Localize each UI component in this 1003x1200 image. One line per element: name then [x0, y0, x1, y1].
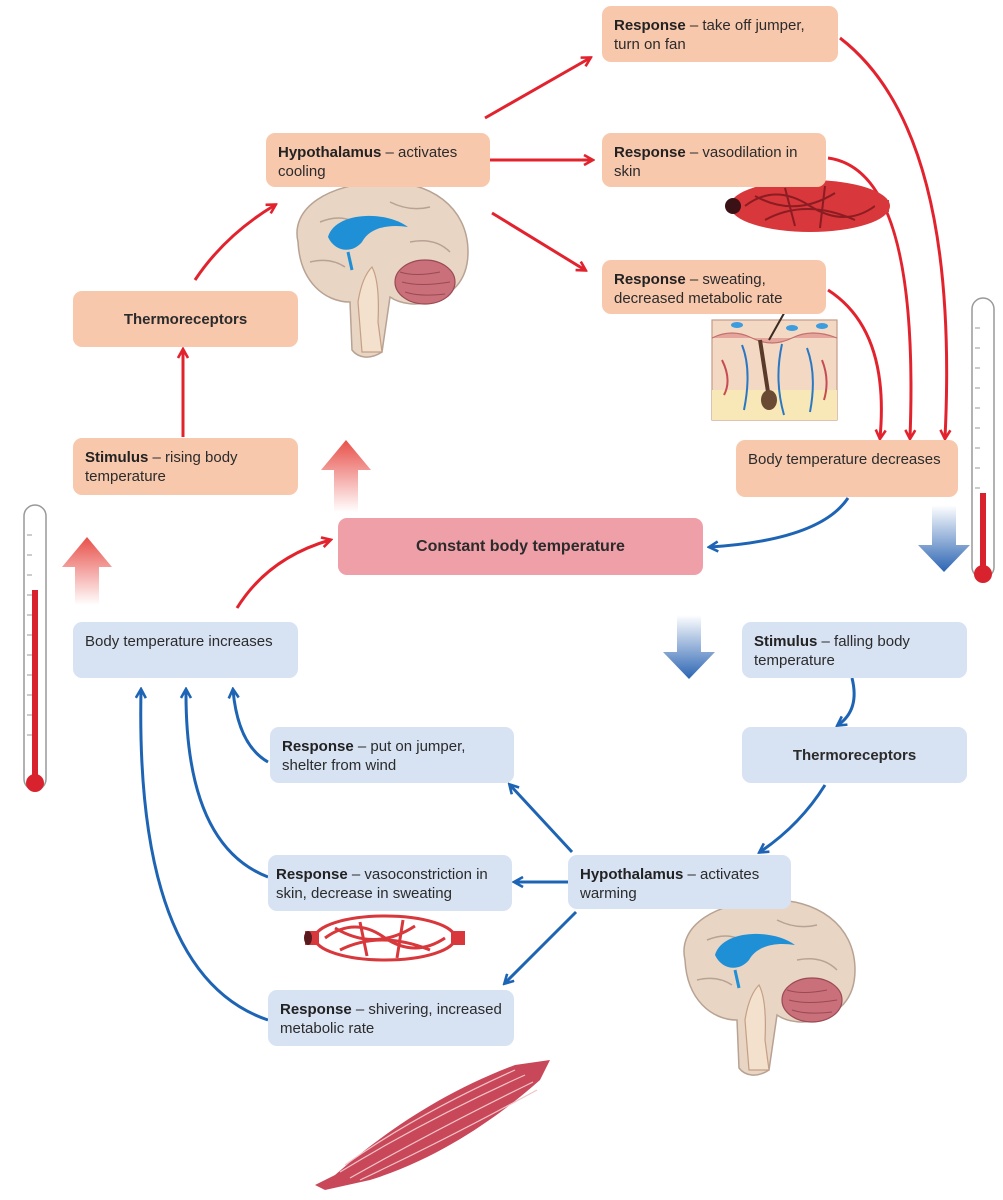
- hypothalamus-cooling-box: Hypothalamus – activates cooling: [266, 133, 490, 187]
- body-temp-decreases-box: Body temperature decreases: [736, 440, 958, 497]
- response-vasodilation-box: Response – vasodilation in skin: [602, 133, 826, 187]
- arrow-vessels-to-increase: [186, 690, 269, 879]
- arrow-receptors-to-hypothalamus: [193, 205, 275, 281]
- rising-arrow-top: [321, 440, 371, 512]
- response-behaviour-warm-box: Response – take off jumper, turn on fan: [602, 6, 838, 62]
- muscle-icon: [315, 1060, 550, 1190]
- arrow-receptors-to-hypothalamus-cold: [760, 784, 827, 852]
- skin-section-icon: [711, 307, 838, 421]
- cool-arrows: [141, 497, 856, 1022]
- arrow-hypothalamus-to-behaviour-cold: [510, 785, 574, 854]
- warm-arrows: [183, 36, 947, 609]
- thermometer-icon: [23, 504, 47, 792]
- falling-arrow-right: [918, 505, 970, 572]
- thermoreceptors-warm-box: Thermoreceptors: [73, 291, 298, 347]
- falling-arrow-mid: [663, 615, 715, 679]
- response-shivering-box: Response – shivering, increased metaboli…: [268, 990, 514, 1046]
- arrow-stimulus-to-receptors-cold: [838, 677, 856, 725]
- brain-icon: [296, 181, 469, 358]
- response-vasoconstriction-box: Response – vasoconstriction in skin, dec…: [268, 855, 512, 911]
- stimulus-falling-box: Stimulus – falling body temperature: [742, 622, 967, 678]
- arrow-hypothalamus-to-behaviour: [484, 58, 590, 120]
- arrow-shiver-to-increase: [141, 690, 269, 1022]
- blood-vessels-icon: [725, 180, 890, 232]
- arrow-increase-to-constant: [235, 540, 330, 609]
- gradient-arrow-icon: [62, 440, 970, 679]
- arrow-behaviour-to-increase: [233, 690, 269, 764]
- rising-arrow-left: [62, 537, 112, 605]
- body-temp-increases-box: Body temperature increases: [73, 622, 298, 678]
- response-sweating-box: Response – sweating, decreased metabolic…: [602, 260, 826, 314]
- arrow-decrease-to-constant: [710, 497, 850, 547]
- thermometer-icon: [971, 297, 995, 583]
- thermoreceptors-cool-box: Thermoreceptors: [742, 727, 967, 783]
- arrow-behaviour-to-decrease: [839, 36, 947, 438]
- brain-icon: [683, 899, 856, 1076]
- response-jumper-box: Response – put on jumper, shelter from w…: [270, 727, 514, 783]
- stimulus-rising-box: Stimulus – rising body temperature: [73, 438, 298, 495]
- arrow-sweat-to-decrease: [827, 288, 881, 438]
- arrow-vessels-to-decrease: [827, 156, 911, 438]
- arrow-hypothalamus-to-shiver-cold: [505, 910, 578, 983]
- blood-vessels-icon: [304, 914, 465, 962]
- constant-body-temperature-box: Constant body temperature: [338, 518, 703, 575]
- hypothalamus-warming-box: Hypothalamus – activates warming: [568, 855, 791, 909]
- arrow-hypothalamus-to-sweat: [491, 211, 585, 270]
